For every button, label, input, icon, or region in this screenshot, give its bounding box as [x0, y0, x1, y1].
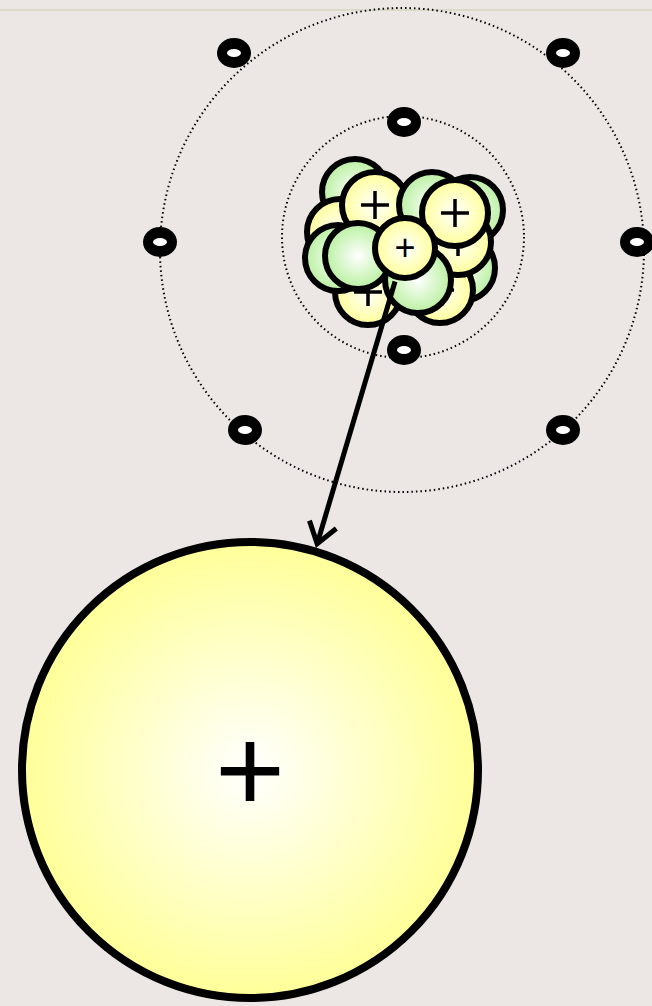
outer-orbit: [160, 8, 644, 492]
charge-sign: +: [372, 215, 438, 281]
electron: [143, 227, 177, 257]
electron: [546, 38, 580, 68]
inner-orbit: [282, 116, 524, 358]
electron: [217, 38, 251, 68]
pointer-arrow: [317, 282, 395, 544]
electron: [387, 107, 421, 137]
electrons: [143, 38, 652, 445]
nucleus: [305, 159, 503, 325]
electron: [620, 227, 652, 257]
electron: [228, 415, 262, 445]
charge-sign: +: [18, 538, 482, 1002]
electron: [387, 335, 421, 365]
proton-circle: +: [372, 215, 438, 281]
top-rule: [0, 9, 652, 11]
electron: [546, 415, 580, 445]
proton-enlarged: +: [18, 538, 482, 1002]
